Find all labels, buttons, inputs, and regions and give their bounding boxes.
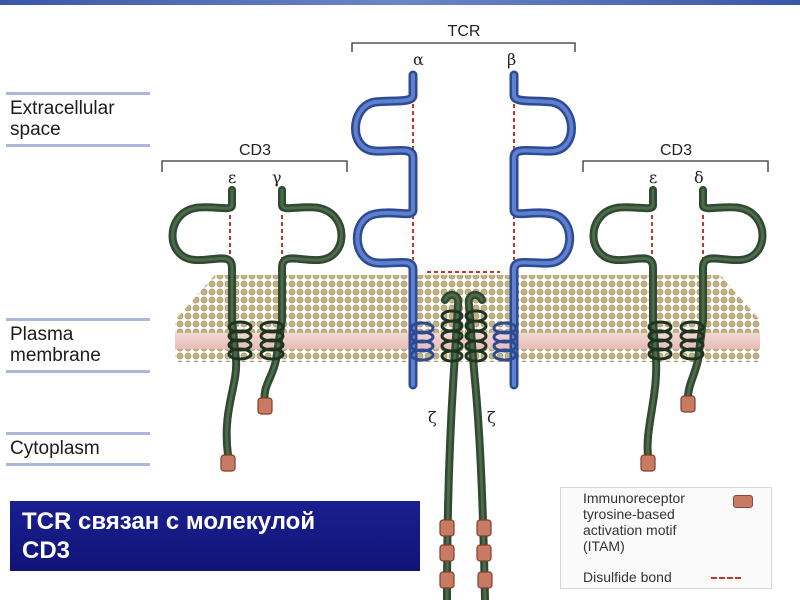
itam-cd3-epsilon-left <box>220 454 236 472</box>
tcr-label: TCR <box>447 23 481 40</box>
zeta-coils <box>440 309 488 363</box>
region-label-plasma-line1: Plasma <box>10 324 74 345</box>
cd3-left-bracket <box>161 160 348 172</box>
legend-itam-line3: activation motif <box>583 522 677 538</box>
cd3-right-bracket <box>582 160 769 172</box>
tcr-alpha-highlight <box>353 73 415 387</box>
itam-cd3-delta <box>680 395 696 413</box>
region-label-plasma-membrane: Plasma membrane <box>6 318 150 373</box>
itam-motifs <box>220 395 696 589</box>
cd3-left-label: CD3 <box>238 142 271 159</box>
cd3-right-highlights <box>592 188 764 457</box>
membrane-core <box>175 333 760 349</box>
legend: Immunoreceptor tyrosine-based activation… <box>560 487 772 589</box>
cd3-epsilon-right-label: ε <box>649 168 658 187</box>
itam-zeta-right-2 <box>476 544 492 562</box>
itam-cd3-gamma <box>257 397 273 415</box>
legend-disulfide-swatch <box>711 577 741 579</box>
region-label-extracellular: Extracellular space <box>6 92 150 147</box>
tcr-transmembrane-coils <box>409 321 518 362</box>
cd3-gamma-label: γ <box>272 168 282 187</box>
legend-disulfide-text: Disulfide bond <box>583 569 672 585</box>
top-accent-strip <box>0 0 800 5</box>
legend-itam-line1: Immunoreceptor <box>583 490 685 506</box>
caption-line1: TCR связан с молекулой <box>22 508 316 535</box>
legend-itam-swatch <box>733 495 753 508</box>
region-label-extracellular-line2: space <box>10 119 61 140</box>
cd3-right-coils <box>647 320 705 361</box>
slide-caption: TCR связан с молекулой CD3 <box>10 501 420 571</box>
region-label-cytoplasm-text: Cytoplasm <box>10 438 100 459</box>
itam-zeta-right-3 <box>477 571 493 589</box>
beta-chain-label: β <box>507 50 517 69</box>
caption-line2: CD3 <box>22 537 71 564</box>
cd3-left-coils <box>227 320 285 361</box>
alpha-chain-label: α <box>413 50 424 69</box>
tcr-beta-highlight <box>512 73 574 387</box>
region-label-extracellular-line1: Extracellular <box>10 98 115 119</box>
region-label-plasma-line2: membrane <box>10 345 101 366</box>
itam-zeta-right-1 <box>476 519 492 537</box>
cd3-epsilon-left-label: ε <box>228 168 237 187</box>
legend-itam-text: Immunoreceptor tyrosine-based activation… <box>583 490 733 554</box>
itam-zeta-left-2 <box>439 544 455 562</box>
itam-cd3-epsilon-right <box>640 454 656 472</box>
cd3-right-label: CD3 <box>659 142 692 159</box>
cd3-delta-label: δ <box>694 168 704 187</box>
itam-zeta-left-3 <box>439 571 455 589</box>
tcr-bracket <box>351 42 576 52</box>
legend-itam-line4: (ITAM) <box>583 538 625 554</box>
region-label-cytoplasm: Cytoplasm <box>6 432 150 466</box>
zeta-right-label: ζ <box>487 408 496 427</box>
cd3-left-highlights <box>171 188 343 457</box>
legend-itam-line2: tyrosine-based <box>583 506 675 522</box>
disulfide-bonds <box>229 104 704 273</box>
zeta-left-label: ζ <box>428 408 437 427</box>
brackets <box>161 42 769 172</box>
itam-zeta-left-1 <box>439 519 455 537</box>
